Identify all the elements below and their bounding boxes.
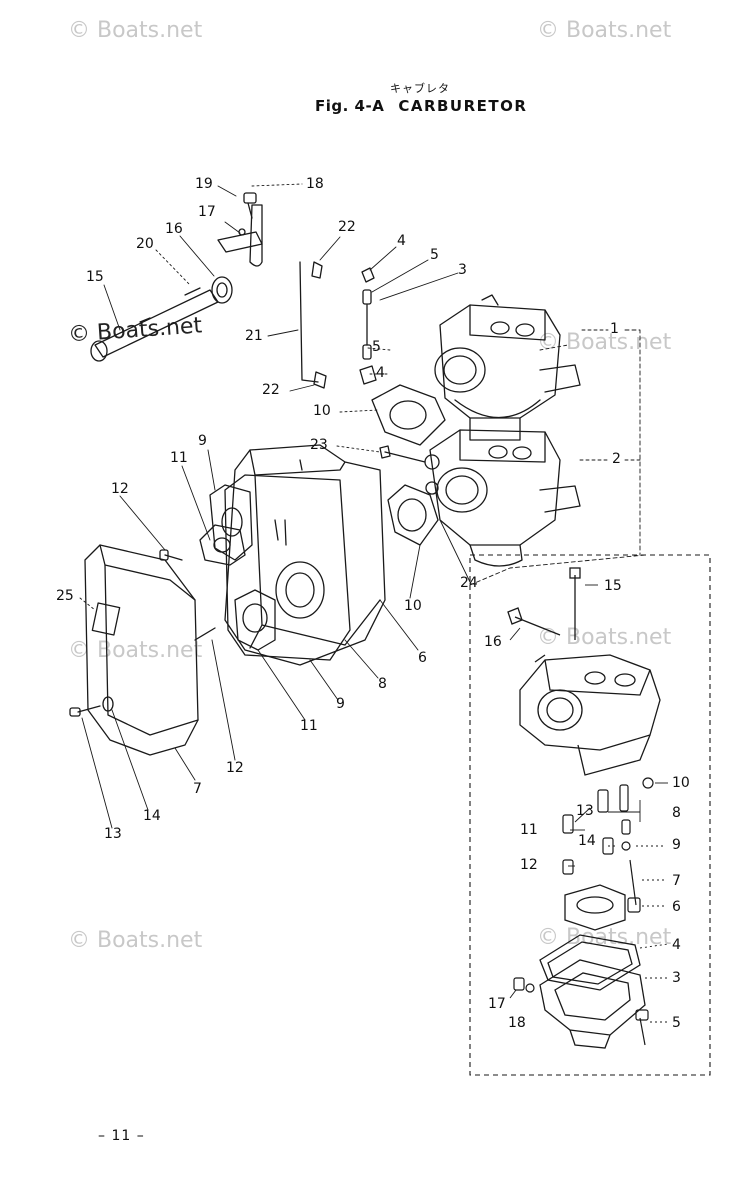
upper-link-rod bbox=[359, 267, 377, 385]
callout: 12 bbox=[520, 857, 538, 873]
link-rod bbox=[299, 261, 327, 389]
callout: 20 bbox=[136, 236, 154, 252]
inset-jets bbox=[562, 777, 654, 913]
watermark: © Boats.net bbox=[68, 18, 203, 43]
callout: 21 bbox=[245, 328, 263, 344]
callout: 10 bbox=[672, 775, 690, 791]
callout: 17 bbox=[198, 204, 216, 220]
figure-title: Fig. 4-A CARBURETOR bbox=[315, 97, 527, 115]
callout: 7 bbox=[193, 781, 202, 797]
plate-11-upper bbox=[199, 524, 246, 566]
callout: 3 bbox=[458, 262, 467, 278]
callout: 23 bbox=[310, 437, 328, 453]
callout: 13 bbox=[104, 826, 122, 842]
callout: 5 bbox=[372, 339, 381, 355]
callout: 2 bbox=[612, 451, 621, 467]
callout: 16 bbox=[484, 634, 502, 650]
page-number: – 11 – bbox=[98, 1128, 145, 1144]
callout: 22 bbox=[338, 219, 356, 235]
throttle-bracket bbox=[217, 192, 263, 267]
figure-label: Fig. 4-A bbox=[315, 97, 385, 115]
inset-panel bbox=[469, 554, 711, 1076]
callout: 12 bbox=[111, 481, 129, 497]
lower-carburetor bbox=[424, 429, 581, 567]
callout: 19 bbox=[195, 176, 213, 192]
screw-13 bbox=[77, 705, 101, 713]
callout: 14 bbox=[578, 833, 596, 849]
callout: 11 bbox=[520, 822, 538, 838]
inset-float-bowl bbox=[539, 934, 646, 1049]
inset-float bbox=[564, 884, 626, 931]
washer-14 bbox=[102, 696, 114, 712]
callout: 10 bbox=[313, 403, 331, 419]
plate-11-lower bbox=[234, 589, 276, 651]
callout: 12 bbox=[226, 760, 244, 776]
callout: 7 bbox=[672, 873, 681, 889]
callout: 17 bbox=[488, 996, 506, 1012]
callout: 4 bbox=[397, 233, 406, 249]
screw-23 bbox=[384, 451, 426, 463]
callout: 6 bbox=[672, 899, 681, 915]
callout: 6 bbox=[418, 650, 427, 666]
callout: 1 bbox=[610, 321, 619, 337]
gasket-upper bbox=[371, 384, 446, 446]
inset-carburetor bbox=[507, 567, 661, 776]
silencer-cover bbox=[84, 544, 199, 756]
callout: 10 bbox=[404, 598, 422, 614]
callout: 18 bbox=[508, 1015, 526, 1031]
japanese-title: キャブレタ bbox=[390, 82, 450, 95]
callout: 25 bbox=[56, 588, 74, 604]
callout: 18 bbox=[306, 176, 324, 192]
upper-carburetor bbox=[434, 294, 581, 441]
callout: 22 bbox=[262, 382, 280, 398]
callout: 8 bbox=[672, 805, 681, 821]
screw-12-side bbox=[194, 627, 216, 641]
callout: 4 bbox=[376, 365, 385, 381]
callout: 9 bbox=[198, 433, 207, 449]
callout: 3 bbox=[672, 970, 681, 986]
throttle-shaft bbox=[90, 276, 233, 362]
callout: 16 bbox=[165, 221, 183, 237]
watermark: © Boats.net bbox=[537, 625, 672, 650]
callout: 5 bbox=[430, 247, 439, 263]
callout: 4 bbox=[672, 937, 681, 953]
callout: 5 bbox=[672, 1015, 681, 1031]
callout: 9 bbox=[672, 837, 681, 853]
callout: 9 bbox=[336, 696, 345, 712]
gasket-8 bbox=[224, 474, 351, 661]
callout: 13 bbox=[576, 803, 594, 819]
figure-name: CARBURETOR bbox=[398, 97, 528, 115]
callout: 15 bbox=[604, 578, 622, 594]
watermark: © Boats.net bbox=[68, 928, 203, 953]
callout: 24 bbox=[460, 575, 478, 591]
gasket-lower bbox=[387, 484, 439, 546]
callout: 11 bbox=[300, 718, 318, 734]
watermark: © Boats.net bbox=[537, 18, 672, 43]
callout: 11 bbox=[170, 450, 188, 466]
callout: 15 bbox=[86, 269, 104, 285]
callout: 8 bbox=[378, 676, 387, 692]
watermark: © Boats.net bbox=[68, 638, 203, 663]
callout: 14 bbox=[143, 808, 161, 824]
